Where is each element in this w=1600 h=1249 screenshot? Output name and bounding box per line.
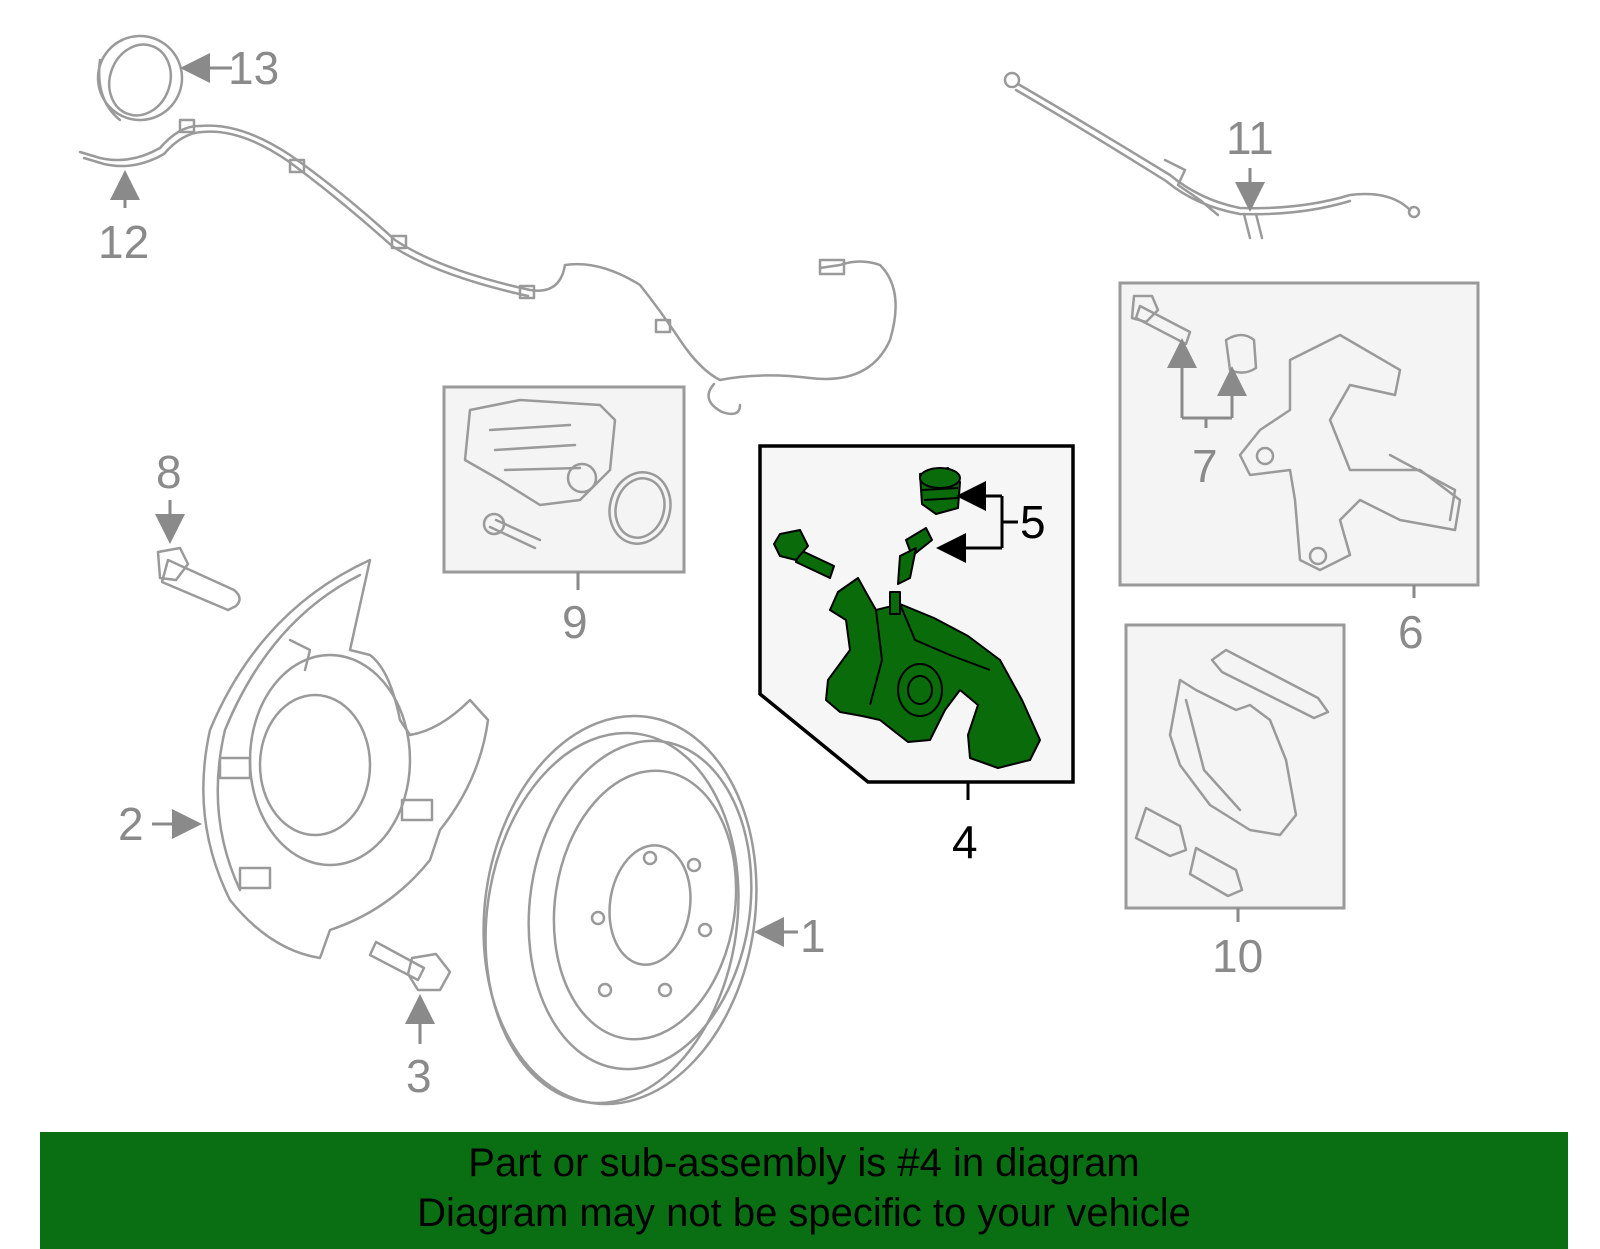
callout-3: 3 [406,1050,432,1102]
part-6-bracket[interactable] [1238,333,1462,572]
part-2-dust-shield[interactable] [202,558,490,960]
callout-6: 6 [1398,606,1424,658]
part-3-bolt[interactable] [368,940,452,992]
part-8-bolt[interactable] [156,546,241,612]
part-9-caliper-kit[interactable] [463,398,678,551]
callout-13: 13 [228,42,279,94]
callout-1: 1 [800,910,826,962]
callout-5: 5 [1020,496,1046,548]
callout-11: 11 [1226,112,1274,164]
callout-8: 8 [156,446,182,498]
callout-12: 12 [98,216,149,268]
callout-9: 9 [562,596,588,648]
part-4-caliper[interactable] [773,529,1041,769]
info-banner: Part or sub-assembly is #4 in diagram Di… [40,1132,1568,1249]
callout-7: 7 [1192,440,1218,492]
part-5-boot-bleeder[interactable] [897,467,961,585]
callout-10: 10 [1212,930,1263,982]
part-1-rotor[interactable] [459,698,781,1122]
callout-4: 4 [952,816,978,868]
banner-line-1: Part or sub-assembly is #4 in diagram [468,1141,1140,1185]
part-10-brake-pads[interactable] [1134,648,1330,898]
part-12-sensor-wire[interactable] [78,118,897,416]
kit-box-10 [1124,623,1346,910]
part-11-sensor-wire[interactable] [1003,71,1421,240]
part-13-seal[interactable] [86,24,194,132]
callout-2: 2 [118,798,144,850]
banner-line-2: Diagram may not be specific to your vehi… [417,1191,1191,1235]
